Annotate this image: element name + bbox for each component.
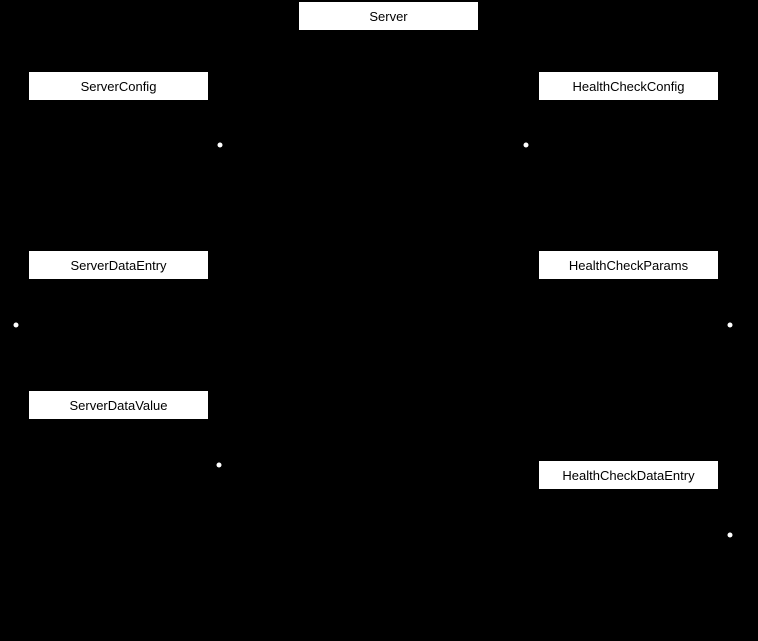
connector-dot-icon: [727, 322, 733, 328]
connector-dot-icon: [523, 142, 529, 148]
diagram-node-server-data-value: ServerDataValue: [29, 391, 208, 419]
diagram-node-server-config: ServerConfig: [29, 72, 208, 100]
connector-dot-icon: [217, 142, 223, 148]
diagram-node-server: Server: [299, 2, 478, 30]
diagram-node-health-check-config: HealthCheckConfig: [539, 72, 718, 100]
connector-dot-icon: [13, 322, 19, 328]
connector-dot-icon: [216, 462, 222, 468]
diagram-node-server-data-entry: ServerDataEntry: [29, 251, 208, 279]
connector-dot-icon: [727, 532, 733, 538]
diagram-node-health-check-data-entry: HealthCheckDataEntry: [539, 461, 718, 489]
diagram-node-health-check-params: HealthCheckParams: [539, 251, 718, 279]
